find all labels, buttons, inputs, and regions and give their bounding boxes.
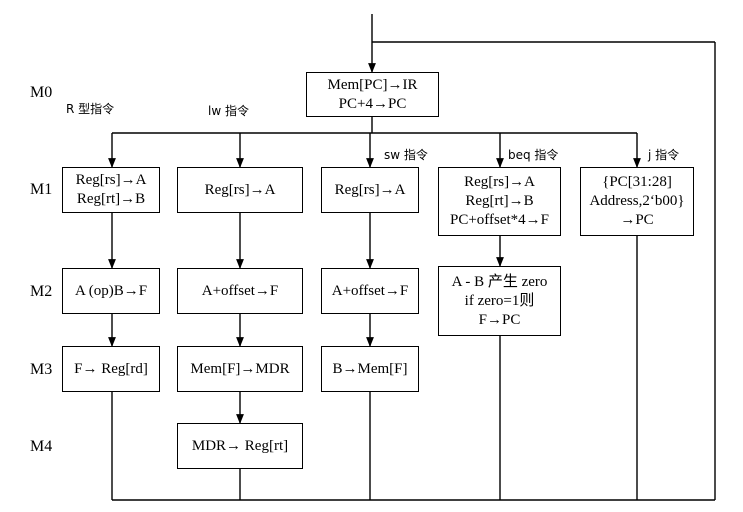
lw-m2-text: A+offset→F (201, 282, 279, 299)
type-label-r: R 型指令 (66, 102, 115, 116)
stage-label-m4: M4 (30, 438, 53, 455)
type-label-lw: lw 指令 (208, 104, 249, 118)
beq-m2-line-2: if zero=1则 (464, 292, 535, 309)
r-m1-line-2: Reg[rt]→B (76, 191, 146, 207)
j-m1-line-2: Address,2‘b00} (589, 193, 685, 209)
r-m2-text: A (op)B→F (74, 282, 148, 299)
stage-label-m0: M0 (30, 84, 53, 101)
beq-m2-line-3: F→PC (478, 311, 521, 328)
r-m1-line-1: Reg[rs]→A (75, 172, 147, 188)
stage-label-m2: M2 (30, 283, 53, 300)
r-m3-text: F→ Reg[rd] (74, 360, 148, 377)
stage-label-m1: M1 (30, 181, 53, 198)
j-m1-line-3: →PC (620, 212, 654, 228)
sw-m3-text: B→Mem[F] (332, 360, 408, 377)
lw-m1-text: Reg[rs]→A (204, 181, 276, 198)
type-label-j: j 指令 (648, 148, 680, 162)
r-m3-box: F→ Reg[rd] (62, 346, 160, 392)
r-m1-box: Reg[rs]→A Reg[rt]→B (62, 167, 160, 213)
lw-m2-box: A+offset→F (177, 268, 303, 314)
fetch-box: Mem[PC]→IR PC+4→PC (306, 72, 439, 117)
lw-m4-text: MDR→ Reg[rt] (191, 437, 289, 454)
type-label-sw: sw 指令 (384, 148, 428, 162)
j-m1-box: {PC[31:28] Address,2‘b00} →PC (580, 167, 694, 236)
stage-label-m3: M3 (30, 361, 53, 378)
beq-m1-line-1: Reg[rs]→A (464, 174, 535, 190)
beq-m2-box: A - B 产生 zero if zero=1则 F→PC (438, 266, 561, 336)
lw-m1-box: Reg[rs]→A (177, 167, 303, 213)
r-m2-box: A (op)B→F (62, 268, 160, 314)
j-m1-line-1: {PC[31:28] (602, 174, 672, 190)
fetch-line-1: Mem[PC]→IR (327, 76, 418, 93)
sw-m2-box: A+offset→F (321, 268, 419, 314)
sw-m1-text: Reg[rs]→A (334, 181, 406, 198)
type-label-beq: beq 指令 (508, 148, 559, 162)
lw-m3-text: Mem[F]→MDR (190, 360, 290, 377)
sw-m1-box: Reg[rs]→A (321, 167, 419, 213)
beq-m1-box: Reg[rs]→A Reg[rt]→B PC+offset*4→F (438, 167, 561, 236)
beq-m1-line-2: Reg[rt]→B (465, 193, 534, 209)
sw-m2-text: A+offset→F (331, 282, 409, 299)
beq-m2-line-1: A - B 产生 zero (451, 273, 548, 290)
lw-m3-box: Mem[F]→MDR (177, 346, 303, 392)
sw-m3-box: B→Mem[F] (321, 346, 419, 392)
beq-m1-line-3: PC+offset*4→F (449, 212, 550, 228)
lw-m4-box: MDR→ Reg[rt] (177, 423, 303, 469)
fetch-line-2: PC+4→PC (338, 95, 407, 112)
